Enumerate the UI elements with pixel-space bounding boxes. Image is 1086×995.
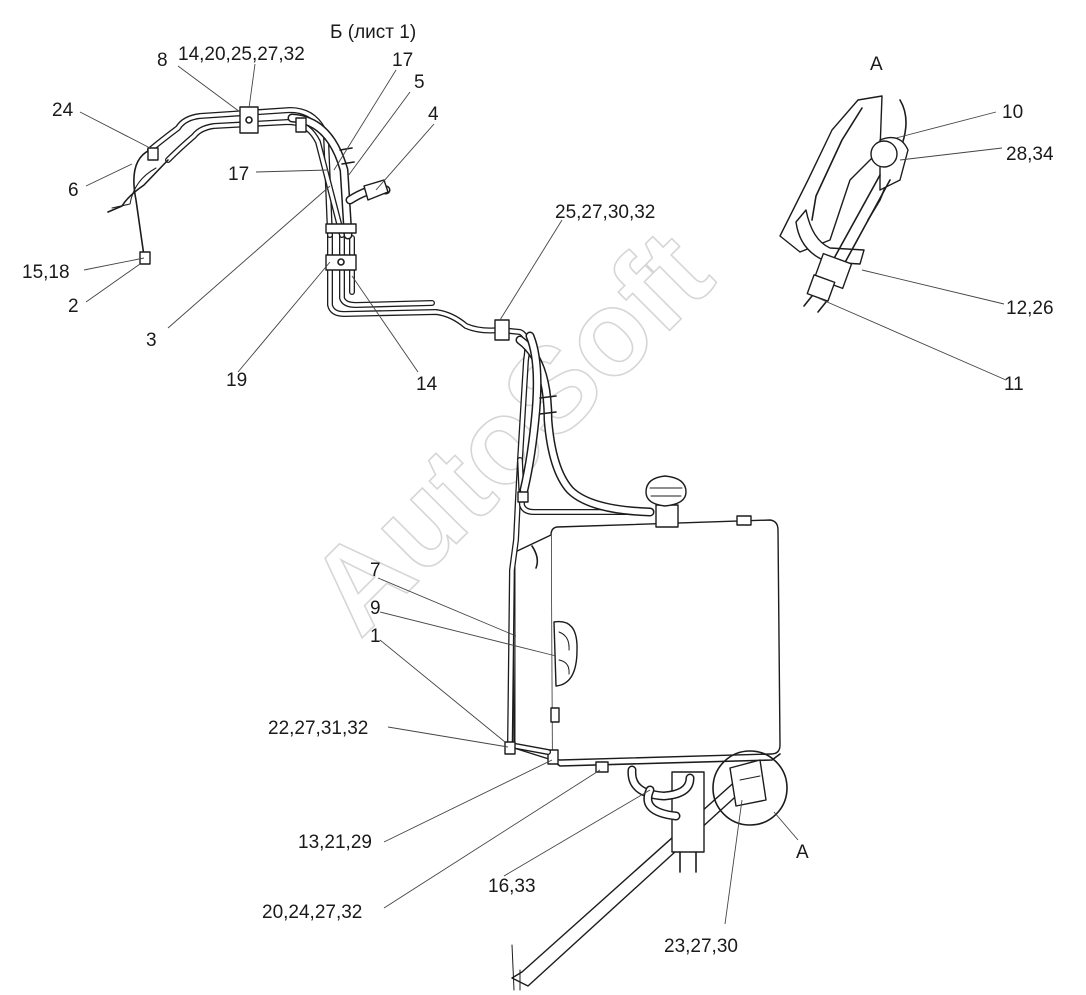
detail-label-bottom: А [796,842,809,863]
labels: Б (лист 1) А А 8 14,20,25,27,32 17 5 4 2… [22,22,1054,957]
callout-13-21-29: 13,21,29 [298,832,372,853]
section-label: Б (лист 1) [330,22,416,43]
callout-20-24-27-32: 20,24,27,32 [262,902,362,923]
callout-9: 9 [370,598,381,619]
callout-28-34: 28,34 [1006,144,1054,165]
callout-3: 3 [146,330,157,351]
callout-4: 4 [428,104,439,125]
callout-8: 8 [157,50,168,71]
callout-7: 7 [370,560,381,581]
detail-a-circle [712,750,788,826]
callout-12-26: 12,26 [1006,298,1054,319]
fuel-lines [107,107,653,755]
callout-19: 19 [226,370,247,391]
callout-6: 6 [68,180,79,201]
callout-25-27-30-32: 25,27,30,32 [555,202,655,223]
callout-15-18: 15,18 [22,262,70,283]
callout-24: 24 [52,100,74,121]
callout-11: 11 [1004,374,1024,395]
callout-5: 5 [414,72,425,93]
leader-lines [79,63,1007,925]
callout-10: 10 [1002,102,1023,123]
detail-label-top: А [870,54,883,75]
callout-23-27-30: 23,27,30 [664,936,738,957]
callout-17-mid: 17 [228,164,249,185]
callout-16-33: 16,33 [488,876,536,897]
detail-a-view [779,95,909,313]
callout-2: 2 [68,296,79,317]
callout-14: 14 [416,374,438,395]
callout-14-20-25-27-32: 14,20,25,27,32 [178,44,305,65]
callout-1: 1 [370,626,381,647]
callout-17-top: 17 [392,50,413,71]
mounting-bracket [511,759,767,991]
callout-22-27-31-32: 22,27,31,32 [268,718,368,739]
fuel-tank [512,475,781,773]
